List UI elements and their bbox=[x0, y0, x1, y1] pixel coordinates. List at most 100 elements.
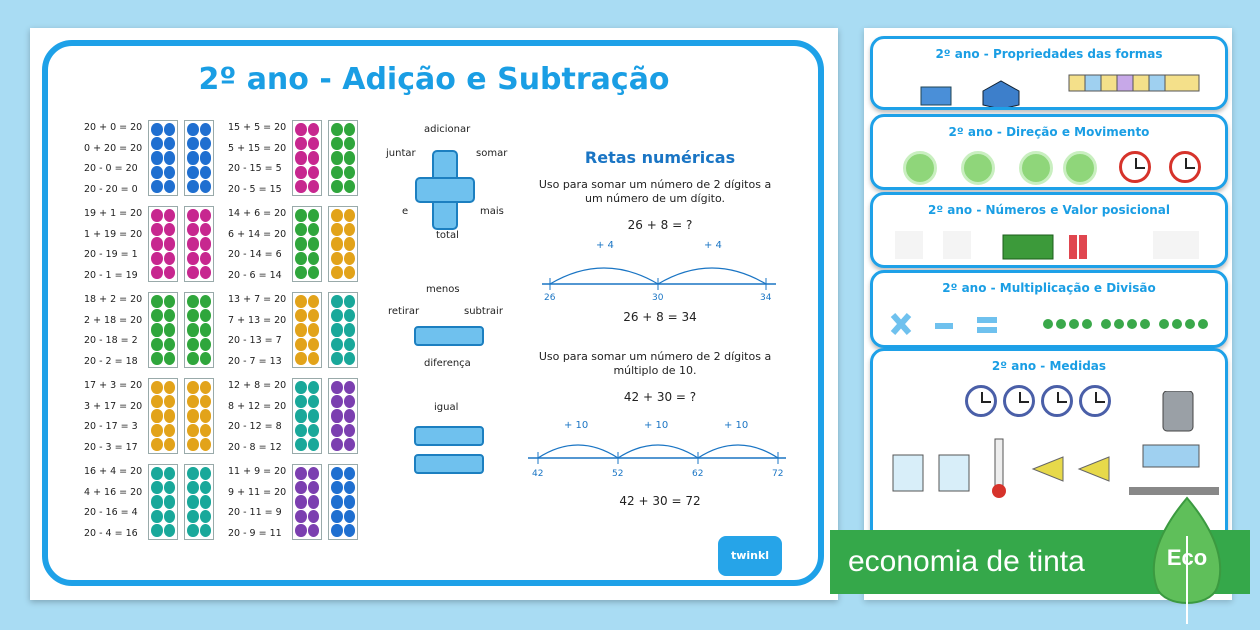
ten-frame bbox=[184, 206, 214, 282]
equation: 20 - 8 = 12 bbox=[228, 441, 282, 453]
equation: 5 + 15 = 20 bbox=[228, 142, 287, 154]
counter-dot bbox=[163, 223, 175, 237]
equation: 20 - 13 = 7 bbox=[228, 335, 282, 346]
counter-dot bbox=[295, 395, 307, 409]
counter-dot bbox=[151, 151, 163, 165]
counter-dot bbox=[307, 165, 319, 179]
counter-dot bbox=[307, 151, 319, 165]
counter-dot bbox=[163, 337, 175, 351]
ten-frame bbox=[148, 206, 178, 282]
counter-dot bbox=[199, 237, 211, 251]
equation: 15 + 5 = 20 bbox=[228, 122, 287, 133]
counter-dot bbox=[187, 381, 199, 395]
counter-dot bbox=[151, 467, 163, 481]
counter-dot bbox=[199, 309, 211, 323]
word-mais: mais bbox=[480, 206, 504, 217]
counter-dot bbox=[163, 395, 175, 409]
ten-frame bbox=[148, 378, 178, 454]
counter-dot bbox=[187, 123, 199, 137]
equation: 20 - 16 = 4 bbox=[84, 507, 138, 518]
counter-dot bbox=[295, 223, 307, 237]
counter-dot bbox=[343, 423, 355, 437]
equation: 20 - 9 = 11 bbox=[228, 527, 282, 539]
counter-dot bbox=[163, 295, 175, 309]
counter-dot bbox=[163, 137, 175, 151]
counter-dot bbox=[343, 495, 355, 509]
ten-frame bbox=[328, 206, 358, 282]
counter-dot bbox=[343, 309, 355, 323]
counter-dot bbox=[199, 381, 211, 395]
counter-dot bbox=[295, 251, 307, 265]
counter-dot bbox=[187, 351, 199, 365]
equation: 12 + 8 = 20 bbox=[228, 380, 287, 391]
ten-frame bbox=[328, 464, 358, 540]
counter-dot bbox=[343, 123, 355, 137]
ten-frames-c bbox=[292, 120, 322, 550]
counter-dot bbox=[295, 467, 307, 481]
equation: 17 + 3 = 20 bbox=[84, 380, 143, 391]
counter-dot bbox=[187, 251, 199, 265]
counter-dot bbox=[307, 251, 319, 265]
counter-dot bbox=[331, 265, 343, 279]
counter-dot bbox=[187, 495, 199, 509]
equation: 4 + 16 = 20 bbox=[84, 486, 143, 498]
equation: 20 - 20 = 0 bbox=[84, 183, 138, 195]
twinkl-logo: twinkl bbox=[718, 536, 782, 576]
equation: 20 - 17 = 3 bbox=[84, 421, 138, 432]
clock-icon bbox=[1041, 385, 1073, 417]
counter-dot bbox=[307, 381, 319, 395]
counter-dot bbox=[151, 409, 163, 423]
counter-dot bbox=[199, 223, 211, 237]
equation: 20 - 18 = 2 bbox=[84, 335, 138, 346]
counter-dot bbox=[331, 467, 343, 481]
counter-dot bbox=[307, 495, 319, 509]
counter-dot bbox=[295, 437, 307, 451]
card-numeros: 2º ano - Números e Valor posicional bbox=[870, 192, 1228, 268]
counter-dot bbox=[295, 409, 307, 423]
counter-dot bbox=[163, 467, 175, 481]
ten-frames-a bbox=[148, 120, 178, 550]
equation: 16 + 4 = 20 bbox=[84, 466, 143, 477]
measures-illustration bbox=[892, 391, 1219, 498]
counter-dot bbox=[199, 165, 211, 179]
eco-banner-text: economia de tinta bbox=[848, 545, 1085, 578]
counter-dot bbox=[331, 137, 343, 151]
counter-dot bbox=[295, 295, 307, 309]
ten-frames-d bbox=[328, 120, 358, 550]
operation-symbols bbox=[890, 313, 997, 335]
counter-dot bbox=[199, 295, 211, 309]
turn-icon bbox=[961, 151, 995, 185]
counter-dot bbox=[163, 209, 175, 223]
equation: 20 - 11 = 9 bbox=[228, 507, 282, 518]
counter-dot bbox=[199, 179, 211, 193]
plus-sign-join bbox=[434, 179, 456, 201]
counter-dot bbox=[163, 179, 175, 193]
equation: 6 + 14 = 20 bbox=[228, 228, 287, 240]
counter-dot bbox=[187, 209, 199, 223]
clock-icon bbox=[1119, 151, 1151, 183]
counter-dot bbox=[295, 165, 307, 179]
counter-dot bbox=[199, 481, 211, 495]
counter-dot bbox=[187, 481, 199, 495]
counter-dot bbox=[151, 165, 163, 179]
equation: 20 - 14 = 6 bbox=[228, 249, 282, 260]
counter-dot bbox=[331, 209, 343, 223]
counter-dot bbox=[331, 237, 343, 251]
counter-dot bbox=[151, 437, 163, 451]
counter-dot bbox=[307, 351, 319, 365]
counter-dot bbox=[307, 409, 319, 423]
counter-dot bbox=[199, 209, 211, 223]
counter-dot bbox=[163, 351, 175, 365]
counter-dot bbox=[199, 467, 211, 481]
counter-dot bbox=[187, 223, 199, 237]
counter-dot bbox=[307, 223, 319, 237]
counter-dot bbox=[295, 423, 307, 437]
counter-dot bbox=[307, 467, 319, 481]
equation: 20 - 6 = 14 bbox=[228, 269, 282, 281]
counter-dot bbox=[343, 223, 355, 237]
equation: 20 - 4 = 16 bbox=[84, 527, 138, 539]
counter-dot bbox=[151, 323, 163, 337]
counter-dot bbox=[187, 423, 199, 437]
